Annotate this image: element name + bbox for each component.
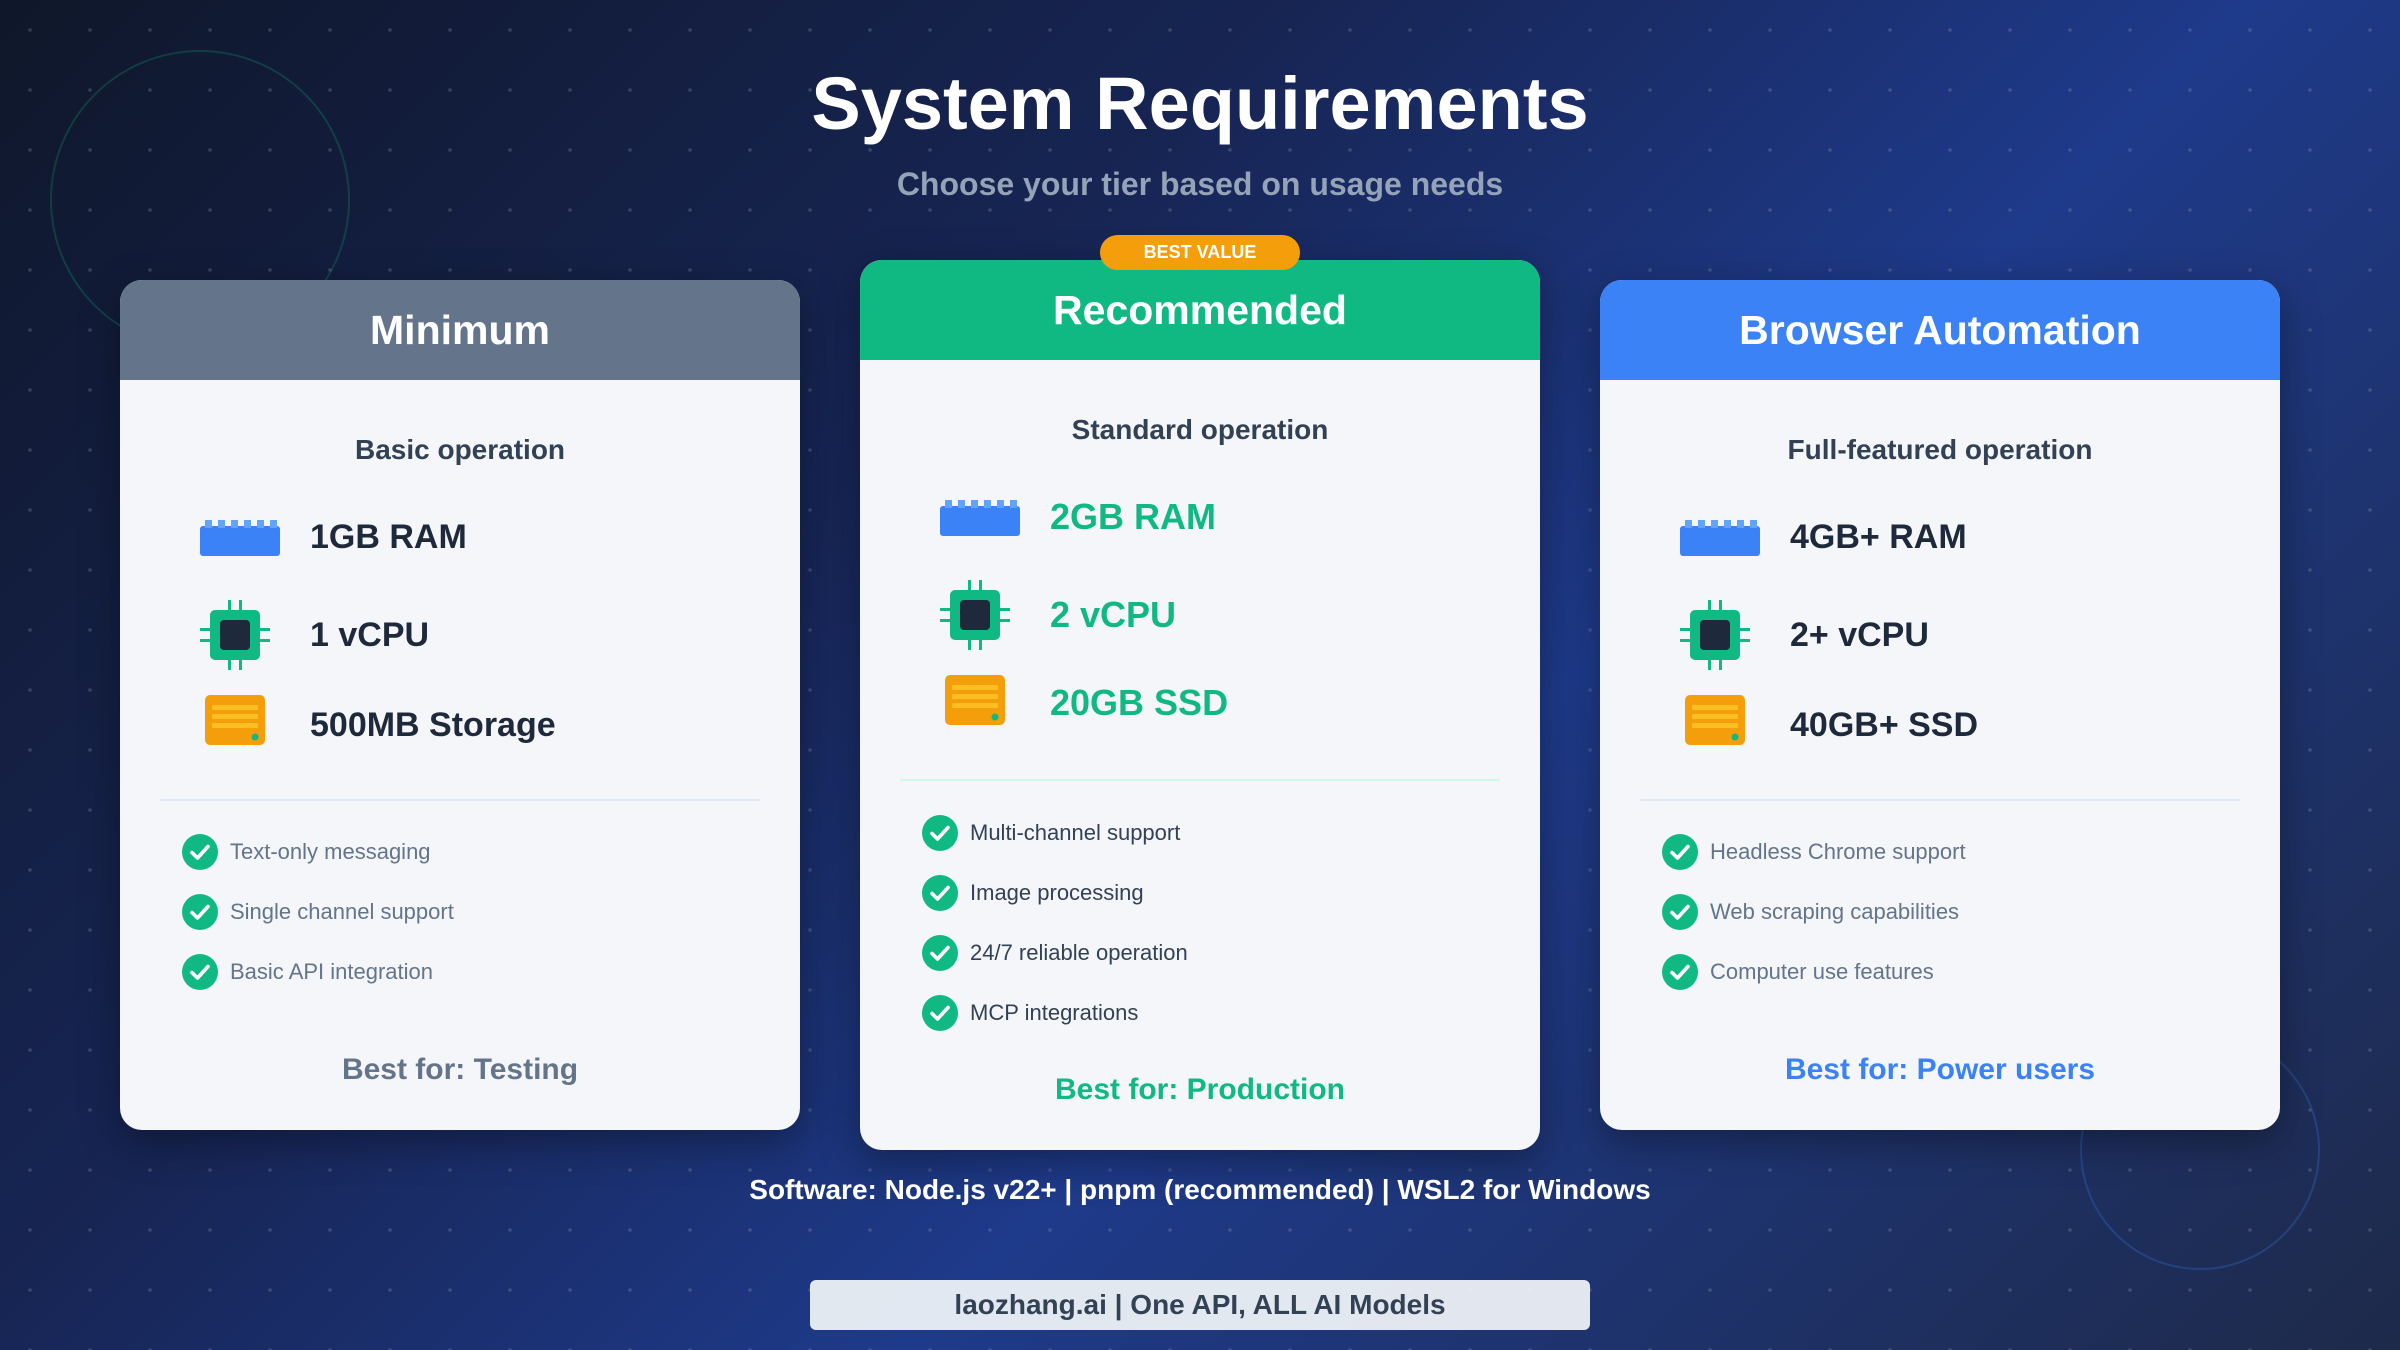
check-circle-icon xyxy=(1662,954,1698,990)
check-circle-icon xyxy=(922,875,958,911)
tier-card-browser-automation: Browser Automation Full-featured operati… xyxy=(1600,280,2280,1130)
check-circle-icon xyxy=(182,834,218,870)
feature-item: Text-only messaging xyxy=(182,832,431,872)
card-divider xyxy=(900,779,1500,781)
tier-subtitle: Standard operation xyxy=(1071,414,1329,445)
check-circle-icon xyxy=(1662,894,1698,930)
ram-stick-icon xyxy=(200,520,280,556)
tier-card-recommended: BEST VALUE Recommended Standard operatio… xyxy=(860,235,1540,1150)
check-circle-icon xyxy=(182,954,218,990)
spec-cpu-value: 2+ vCPU xyxy=(1790,616,1929,654)
spec-cpu: 2 vCPU xyxy=(860,580,1540,650)
page-subtitle: Choose your tier based on usage needs xyxy=(896,166,1504,202)
check-circle-icon xyxy=(1662,834,1698,870)
feature-text: Multi-channel support xyxy=(970,820,1181,845)
storage-drive-icon xyxy=(1685,695,1745,745)
spec-ram: 4GB+ RAM xyxy=(1600,507,2280,567)
feature-text: Computer use features xyxy=(1710,959,1934,984)
feature-text: Image processing xyxy=(970,880,1144,905)
card-header-browser-automation: Browser Automation xyxy=(1600,280,2280,380)
check-circle-icon xyxy=(922,815,958,851)
spec-storage: 500MB Storage xyxy=(120,695,800,755)
ram-stick-icon xyxy=(1680,520,1760,556)
check-circle-icon xyxy=(182,894,218,930)
best-for-label: Best for: Power users xyxy=(1784,1053,2096,1086)
check-circle-icon xyxy=(922,995,958,1031)
card-divider xyxy=(1640,799,2240,801)
spec-storage: 40GB+ SSD xyxy=(1600,695,2280,755)
storage-drive-icon xyxy=(945,675,1005,725)
spec-cpu: 2+ vCPU xyxy=(1600,600,2280,670)
footer-banner: laozhang.ai | One API, ALL AI Models xyxy=(810,1280,1590,1330)
page-title: System Requirements xyxy=(811,62,1589,145)
feature-item: Web scraping capabilities xyxy=(1662,892,1959,932)
spec-ram: 1GB RAM xyxy=(120,507,800,567)
feature-text: Single channel support xyxy=(230,899,454,924)
feature-text: Headless Chrome support xyxy=(1710,839,1966,864)
tier-card-minimum: Minimum Basic operation 1GB RAM 1 vCPU xyxy=(120,280,800,1130)
spec-cpu: 1 vCPU xyxy=(120,600,800,670)
software-requirements: Software: Node.js v22+ | pnpm (recommend… xyxy=(749,1174,1651,1205)
feature-text: 24/7 reliable operation xyxy=(970,940,1188,965)
feature-item: Computer use features xyxy=(1662,952,1934,992)
feature-item: Headless Chrome support xyxy=(1662,832,1966,872)
spec-ram-value: 2GB RAM xyxy=(1050,496,1217,537)
spec-ram-value: 4GB+ RAM xyxy=(1790,518,1967,556)
cpu-chip-icon xyxy=(940,580,1010,650)
check-circle-icon xyxy=(922,935,958,971)
feature-text: MCP integrations xyxy=(970,1000,1139,1025)
feature-item: 24/7 reliable operation xyxy=(922,933,1188,973)
feature-text: Basic API integration xyxy=(230,959,434,984)
cpu-chip-icon xyxy=(1680,600,1750,670)
cpu-chip-icon xyxy=(200,600,270,670)
spec-ram-value: 1GB RAM xyxy=(310,518,467,556)
spec-cpu-value: 1 vCPU xyxy=(310,616,430,654)
spec-cpu-value: 2 vCPU xyxy=(1050,594,1177,635)
spec-ram: 2GB RAM xyxy=(860,487,1540,547)
footer-text: laozhang.ai | One API, ALL AI Models xyxy=(954,1289,1446,1320)
spec-storage-value: 20GB SSD xyxy=(1050,682,1229,723)
feature-item: Basic API integration xyxy=(182,952,433,992)
spec-storage-value: 500MB Storage xyxy=(310,706,556,744)
feature-item: MCP integrations xyxy=(922,993,1138,1033)
storage-drive-icon xyxy=(205,695,265,745)
card-header-minimum: Minimum xyxy=(120,280,800,380)
card-divider xyxy=(160,799,760,801)
feature-text: Web scraping capabilities xyxy=(1710,899,1960,924)
tier-subtitle: Basic operation xyxy=(354,434,566,465)
ram-stick-icon xyxy=(940,500,1020,536)
feature-item: Image processing xyxy=(922,873,1144,913)
feature-item: Multi-channel support xyxy=(922,813,1180,853)
spec-storage-value: 40GB+ SSD xyxy=(1790,706,1979,744)
feature-item: Single channel support xyxy=(182,892,454,932)
tier-subtitle: Full-featured operation xyxy=(1787,434,2093,465)
best-value-badge: BEST VALUE xyxy=(1100,235,1300,270)
card-header-recommended: Recommended xyxy=(860,260,1540,360)
spec-storage: 20GB SSD xyxy=(860,673,1540,733)
best-for-label: Best for: Production xyxy=(1055,1073,1345,1106)
feature-text: Text-only messaging xyxy=(230,839,431,864)
best-for-label: Best for: Testing xyxy=(341,1053,579,1086)
